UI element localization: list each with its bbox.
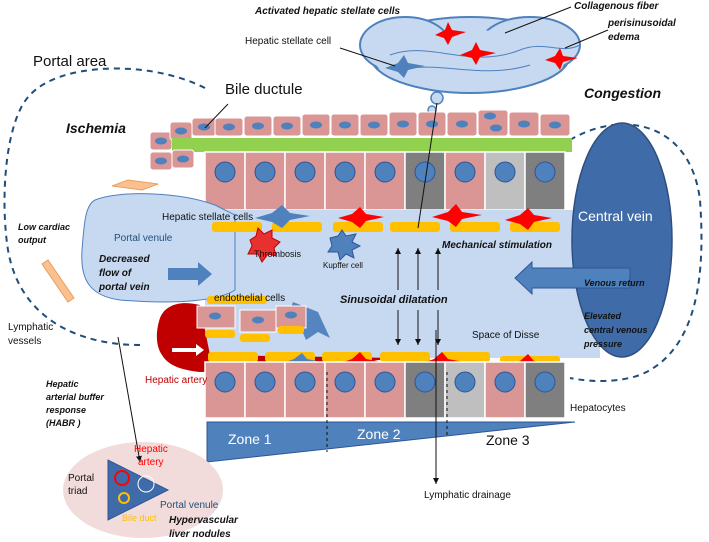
activated-stellate-star	[338, 207, 384, 228]
venous-return-arrow	[514, 260, 631, 296]
label-hypervascular-2: liver nodules	[169, 529, 231, 540]
artery-wall-cells	[196, 296, 307, 342]
label-lymphatic-drainage: Lymphatic drainage	[424, 490, 511, 501]
label-hypervascular-1: Hypervascular	[169, 515, 239, 526]
label-low-cardiac-1: Low cardiac	[18, 222, 70, 232]
label-edema-1: perisinusoidal	[607, 18, 676, 29]
hsc-pointer	[339, 47, 396, 67]
label-endothelial: endothelial cells	[214, 293, 285, 304]
dilatation-arrows	[395, 248, 441, 345]
activated-stellate-star	[432, 204, 482, 227]
label-hepatic-artery: Hepatic artery	[145, 375, 207, 386]
label-habr-4: (HABR )	[46, 418, 81, 428]
label-edema-2: edema	[608, 32, 640, 43]
label-sinusoidal: Sinusoidal dilatation	[340, 294, 448, 306]
portal-area-outline	[3, 67, 206, 346]
portal-triad-triangle	[107, 459, 170, 521]
label-triad: triad	[68, 486, 87, 497]
collagen-pointer	[504, 6, 572, 34]
label-collagenous-fiber: Collagenous fiber	[574, 1, 660, 12]
label-triad-artery-2: artery	[138, 457, 164, 468]
label-kupffer: Kupffer cell	[323, 261, 363, 270]
label-ischemia: Ischemia	[66, 120, 126, 136]
label-triad-venule: Portal venule	[160, 500, 219, 511]
label-decreased-1: Decreased	[99, 254, 150, 265]
hepatocyte-row-upper	[204, 151, 566, 211]
thrombosis-icon	[247, 227, 281, 263]
label-zone-3: Zone 3	[486, 432, 530, 448]
label-hsc: Hepatic stellate cell	[245, 36, 331, 47]
label-portal-venule: Portal venule	[114, 233, 173, 244]
label-portal-area: Portal area	[33, 53, 107, 70]
label-zone-1: Zone 1	[228, 431, 272, 447]
label-mechanical: Mechanical stimulation	[442, 240, 552, 251]
kupffer-cell-icon	[327, 229, 362, 261]
label-habr-2: arterial buffer	[46, 392, 104, 402]
label-zone-2: Zone 2	[357, 426, 401, 442]
stellate-star	[255, 205, 310, 228]
label-lymphatic-2: vessels	[8, 336, 41, 347]
lymphatic-vessel-icon	[111, 179, 159, 191]
bile-ductule-pointer	[204, 103, 229, 129]
decreased-flow-arrow	[168, 262, 212, 286]
stellate-star	[385, 55, 425, 78]
lymphatic-vessel-icon	[41, 259, 75, 303]
label-thrombosis: Thrombosis	[254, 249, 302, 259]
label-triad-artery-1: Hepatic	[134, 444, 168, 455]
activated-stellate-star	[435, 22, 466, 45]
label-habr-1: Hepatic	[46, 379, 79, 389]
artery-flow-arrow	[172, 344, 204, 356]
bile-ductule-cells	[149, 109, 572, 171]
label-hsc-cells: Hepatic stellate cells	[162, 212, 253, 223]
label-decreased-2: flow of	[99, 268, 133, 279]
activated-stellate-star	[545, 48, 578, 70]
label-portal: Portal	[68, 473, 94, 484]
edema-pointer	[564, 29, 609, 49]
label-venous-return: Venous return	[584, 278, 645, 288]
edema-cloud	[359, 16, 581, 115]
central-vein	[571, 122, 673, 358]
label-bile-ductule: Bile ductule	[225, 81, 303, 98]
label-hepatocytes: Hepatocytes	[570, 403, 626, 414]
label-central-vein: Central vein	[578, 208, 653, 224]
label-bile-duct: Bile duct	[122, 513, 157, 523]
label-activated-hsc: Activated hepatic stellate cells	[254, 6, 401, 17]
mechanical-pointer	[417, 102, 438, 229]
label-space-disse: Space of Disse	[472, 330, 540, 341]
label-lymphatic-1: Lymphatic	[8, 322, 53, 333]
label-low-cardiac-2: output	[18, 235, 47, 245]
label-elevated-1: Elevated	[584, 311, 622, 321]
activated-stellate-star	[505, 208, 552, 230]
label-elevated-2: central venous	[584, 325, 648, 335]
artery-circle	[114, 470, 130, 486]
habr-arrow	[117, 336, 142, 463]
zone-wedge	[206, 421, 576, 463]
label-elevated-3: pressure	[583, 339, 622, 349]
portal-venule-circle	[137, 475, 155, 493]
label-habr-3: response	[46, 405, 86, 415]
activated-stellate-star	[460, 42, 496, 65]
label-congestion: Congestion	[584, 85, 661, 101]
label-decreased-3: portal vein	[98, 282, 150, 293]
bile-duct-circle	[118, 492, 130, 504]
hepatocyte-row-lower	[204, 361, 566, 419]
congestion-outline	[569, 123, 703, 383]
